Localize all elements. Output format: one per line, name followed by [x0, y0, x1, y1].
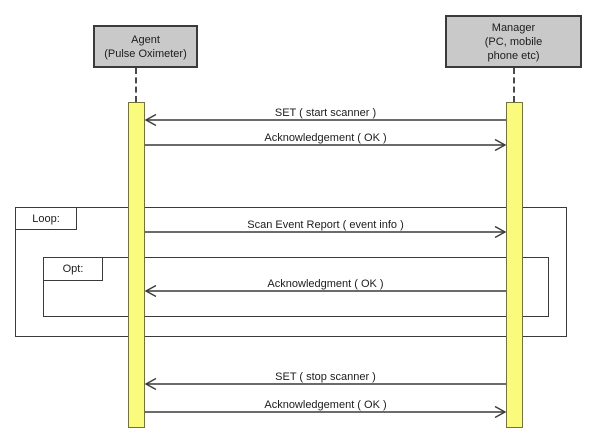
message-label: SET ( start scanner ) [274, 107, 377, 119]
actor-box-agent: Agent (Pulse Oximeter) [93, 25, 198, 68]
arrow-right-icon [145, 405, 506, 418]
message-label: Scan Event Report ( event info ) [247, 219, 404, 231]
arrow-left-icon [145, 113, 506, 126]
message-scan-event-report: Scan Event Report ( event info ) [145, 212, 506, 238]
lifeline-agent [135, 68, 137, 102]
lifeline-manager [513, 68, 515, 102]
arrow-right-icon [145, 225, 506, 238]
arrow-left-icon [145, 377, 506, 390]
message-label: Acknowledgment ( OK ) [267, 278, 384, 290]
actor-manager-subtitle-1: (PC, mobile [484, 35, 543, 48]
actor-manager-name: Manager [491, 21, 536, 34]
arrow-right-icon [145, 138, 506, 151]
actor-box-manager: Manager (PC, mobile phone etc) [445, 15, 582, 68]
message-label: Acknowledgement ( OK ) [264, 132, 387, 144]
actor-manager-subtitle-2: phone etc) [487, 49, 540, 62]
activation-bar-agent [128, 102, 145, 428]
activation-bar-manager [506, 102, 523, 428]
loop-label: Loop: [15, 207, 77, 230]
opt-fragment [43, 257, 549, 317]
arrow-left-icon [145, 284, 506, 297]
loop-fragment [15, 207, 567, 337]
message-ack-stop: Acknowledgement ( OK ) [145, 392, 506, 418]
opt-label: Opt: [43, 257, 103, 281]
actor-agent-subtitle: (Pulse Oximeter) [104, 47, 187, 60]
message-set-start-scanner: SET ( start scanner ) [145, 100, 506, 126]
message-ack-start: Acknowledgement ( OK ) [145, 125, 506, 151]
message-ack-scan: Acknowledgment ( OK ) [145, 271, 506, 297]
message-label: SET ( stop scanner ) [275, 371, 376, 383]
actor-agent-name: Agent [131, 33, 160, 46]
message-set-stop-scanner: SET ( stop scanner ) [145, 364, 506, 390]
message-label: Acknowledgement ( OK ) [264, 399, 387, 411]
